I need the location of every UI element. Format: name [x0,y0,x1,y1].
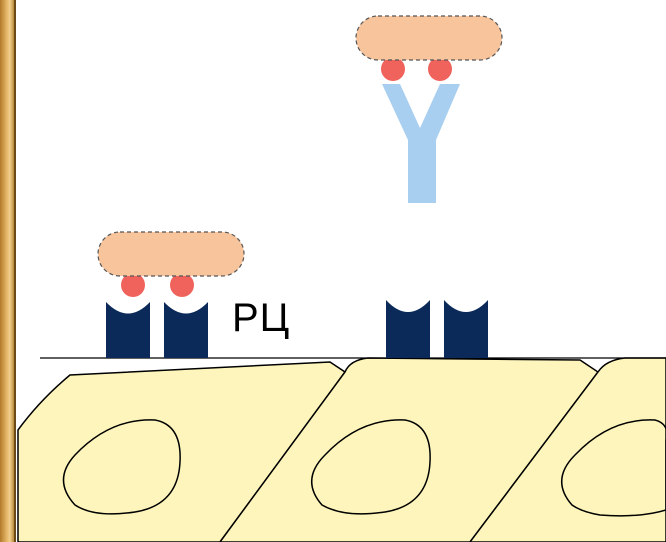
receptor-complex-label: РЦ [232,294,290,342]
antigen-shape-icon [356,16,502,60]
cup-receptor-icon [444,300,488,358]
bound-antigen [98,232,244,297]
cup-receptor-icon [386,300,430,358]
cup-receptor-icon [106,302,150,358]
cell-layer [18,358,666,542]
y-antibody-icon [382,84,460,203]
antigen-shape-icon [98,232,244,276]
antibody-complex [356,16,502,203]
receptor-group [106,300,488,358]
cup-receptor-icon [164,302,208,358]
